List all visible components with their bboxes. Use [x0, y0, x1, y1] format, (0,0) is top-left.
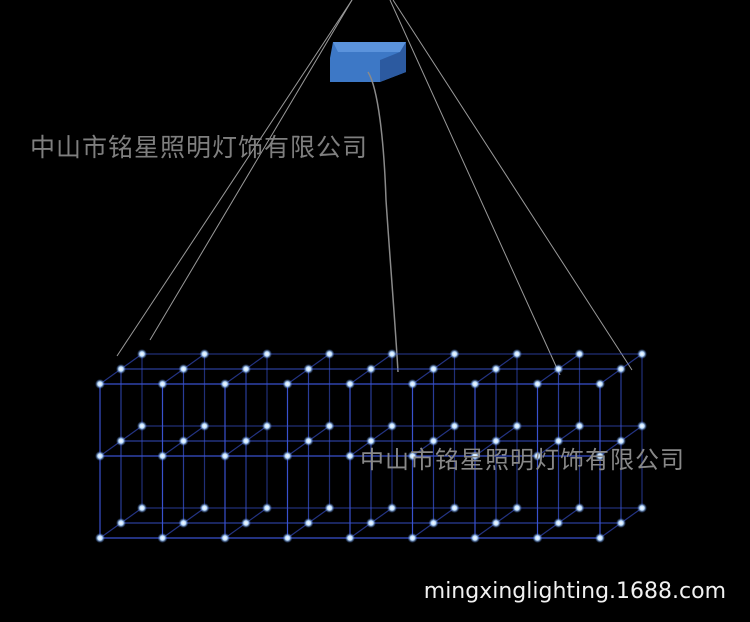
led-bulb: [241, 436, 251, 446]
led-bulb: [407, 533, 418, 543]
website-url: mingxinglighting.1688.com: [423, 579, 726, 604]
led-bulb: [157, 451, 168, 461]
led-bulb: [553, 518, 564, 528]
led-bulb: [512, 503, 522, 513]
watermark-company-mid: 中山市铭星照明灯饰有限公司: [360, 446, 685, 474]
led-bulb: [199, 349, 210, 359]
led-bulb: [470, 451, 480, 461]
led-bulb: [178, 364, 189, 374]
led-bulb: [178, 436, 189, 446]
led-bulb: [116, 518, 126, 528]
led-bulb: [470, 379, 480, 389]
led-bulb: [449, 503, 460, 513]
led-bulb: [220, 379, 230, 389]
led-bulb: [491, 518, 501, 528]
led-nodes: [95, 349, 647, 543]
led-bulb: [637, 421, 647, 431]
led-bulb: [407, 379, 418, 389]
led-bulb: [157, 533, 168, 543]
led-bulb: [532, 533, 543, 543]
led-bulb: [553, 436, 564, 446]
led-bulb: [220, 533, 230, 543]
led-bulb: [178, 518, 189, 528]
led-bulb: [616, 436, 626, 446]
led-bulb: [366, 518, 376, 528]
led-bulb: [282, 379, 293, 389]
suspension-wires: [116, 0, 633, 376]
led-bulb: [199, 503, 210, 513]
led-bulb: [220, 451, 230, 461]
led-bulb: [137, 421, 147, 431]
led-bulb: [324, 349, 335, 359]
led-bulb: [241, 364, 251, 374]
led-bulb: [324, 421, 335, 431]
led-bulb: [574, 421, 585, 431]
led-bulb: [95, 451, 105, 461]
led-bulb: [241, 518, 251, 528]
led-bulb: [637, 349, 647, 359]
led-bulb: [262, 349, 272, 359]
led-bulb: [282, 451, 293, 461]
led-bulb: [428, 436, 439, 446]
led-bulb: [157, 379, 168, 389]
led-bulb: [345, 533, 355, 543]
led-bulb: [303, 364, 314, 374]
led-bulb: [303, 436, 314, 446]
led-bulb: [428, 518, 439, 528]
led-bulb: [95, 533, 105, 543]
led-bulb: [491, 364, 501, 374]
led-bulb: [532, 451, 543, 461]
led-bulb: [116, 364, 126, 374]
led-bulb: [532, 379, 543, 389]
led-bulb: [574, 503, 585, 513]
led-bulb: [137, 503, 147, 513]
led-bulb: [595, 451, 605, 461]
led-bulb: [616, 364, 626, 374]
led-bulb: [116, 436, 126, 446]
led-bulb: [470, 533, 480, 543]
led-bulb: [512, 349, 522, 359]
led-bulb: [595, 379, 605, 389]
led-bulb: [345, 451, 355, 461]
led-bulb: [637, 503, 647, 513]
led-bulb: [449, 349, 460, 359]
led-bulb: [595, 533, 605, 543]
led-bulb: [491, 436, 501, 446]
led-bulb: [387, 349, 397, 359]
led-bulb: [574, 349, 585, 359]
led-bulb: [262, 421, 272, 431]
led-bulb: [303, 518, 314, 528]
led-bulb: [199, 421, 210, 431]
led-bulb: [387, 421, 397, 431]
watermark-company-top: 中山市铭星照明灯饰有限公司: [30, 133, 369, 162]
led-bulb: [616, 518, 626, 528]
led-bulb: [407, 451, 418, 461]
led-bulb: [366, 436, 376, 446]
led-bulb: [282, 533, 293, 543]
led-bulb: [449, 421, 460, 431]
led-bulb: [553, 364, 564, 374]
led-bulb: [345, 379, 355, 389]
led-bulb: [324, 503, 335, 513]
led-bulb: [512, 421, 522, 431]
led-bulb: [428, 364, 439, 374]
led-bulb: [95, 379, 105, 389]
led-bulb: [262, 503, 272, 513]
led-bulb: [137, 349, 147, 359]
ceiling-canopy: [330, 42, 406, 82]
led-bulb: [366, 364, 376, 374]
led-bulb: [387, 503, 397, 513]
